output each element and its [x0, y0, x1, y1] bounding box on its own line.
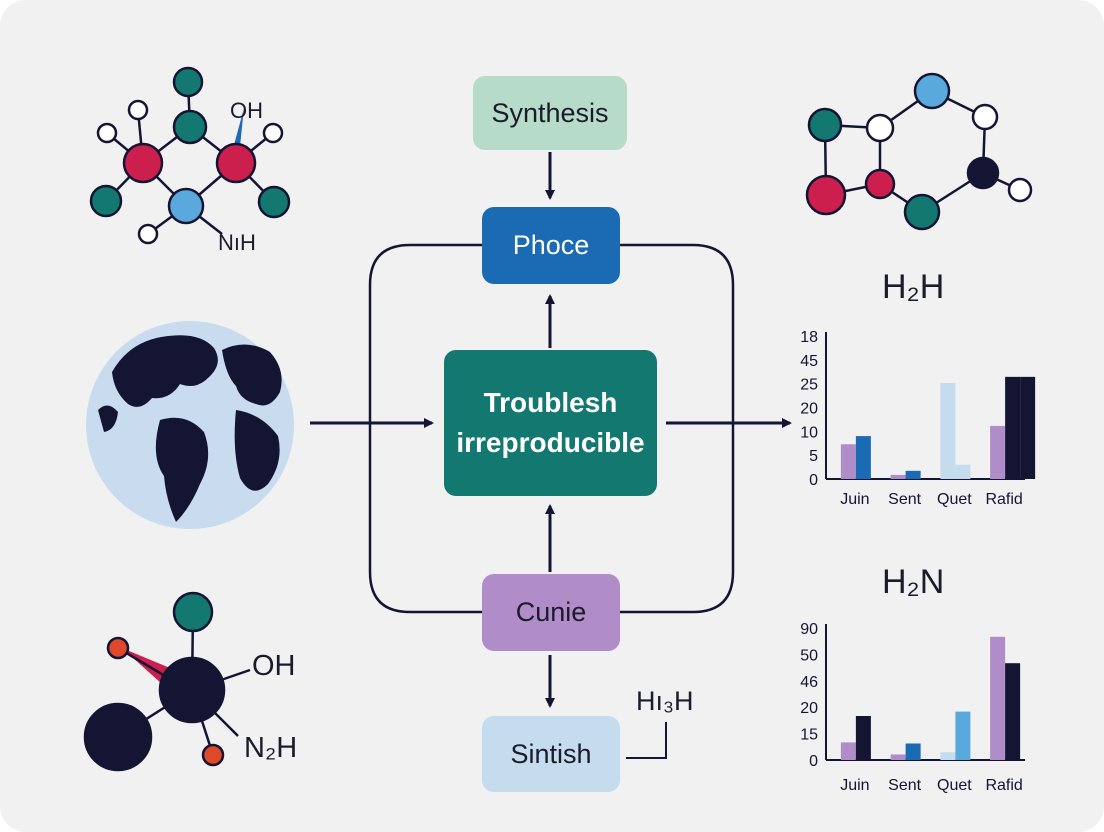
nh-label-top: NıH	[218, 230, 256, 255]
chart-1-xtick-label: Sent	[888, 491, 921, 508]
central-problem-line2: irreproducible	[456, 427, 645, 458]
chart-1-xtick-label: Quet	[937, 491, 972, 508]
molecule-top-left	[89, 66, 291, 245]
step-sintish-label: Sintish	[510, 738, 592, 769]
chart-1-ytick-label: 45	[800, 353, 818, 370]
chart-1-ytick-label: 18	[800, 329, 818, 346]
chart-2-xtick-label: Rafid	[985, 777, 1022, 794]
chart-1-ytick-label: 5	[809, 448, 818, 465]
molecule-top-right	[805, 72, 1033, 231]
chart-1-xtick-label: Rafid	[985, 491, 1022, 508]
chart-1-bar	[955, 464, 971, 479]
chart-1-bar	[890, 474, 906, 479]
oh-label-bottom: OH	[252, 650, 296, 682]
chart-1-ytick-label: 25	[800, 377, 818, 394]
chart-2-ytick-label: 46	[800, 674, 818, 691]
chart-2-ytick-label: 15	[800, 727, 818, 744]
chart-1-bar	[905, 470, 921, 479]
chart-2-bar	[955, 711, 971, 760]
chart-2-bar	[840, 742, 856, 760]
step-cunie: Cunie	[482, 574, 620, 651]
chart-2-ytick-label: 50	[800, 647, 818, 664]
chart-1-bar	[990, 425, 1006, 479]
chart-2-bar	[905, 743, 921, 760]
side-bracket	[626, 722, 667, 759]
chart-1-bar	[940, 382, 956, 479]
molecule-bottom-left	[83, 591, 251, 772]
step-phoce-label: Phoce	[512, 230, 590, 260]
chart-1-ytick-label: 20	[800, 401, 818, 418]
chart-2-ytick-label: 0	[809, 753, 818, 770]
feedback-loop	[368, 243, 482, 614]
n2h-label-bottom: N₂H	[244, 732, 298, 764]
step-synthesis-label: Synthesis	[491, 97, 609, 128]
chart-2-xtick-label: Sent	[888, 777, 921, 794]
central-problem-box: Troublesh irreproducible	[444, 350, 657, 496]
chart-2-ytick-label: 20	[800, 700, 818, 717]
globe-icon	[86, 321, 294, 529]
side-formula-label: Hı₃H	[636, 686, 694, 716]
chart-2-bar	[1005, 663, 1021, 760]
step-synthesis: Synthesis	[473, 76, 627, 150]
chart-2-bar	[890, 754, 906, 760]
chart-1-bar	[840, 444, 856, 479]
chart-2-bar	[855, 716, 871, 760]
chart-1-title: H₂H	[882, 268, 945, 306]
chart-1-bar	[1020, 376, 1036, 479]
chart-1-xtick-label: Juin	[840, 491, 869, 508]
chart-2-bar	[990, 636, 1006, 760]
feedback-loop-right	[620, 243, 735, 614]
chart-1-ytick-label: 10	[800, 424, 818, 441]
step-cunie-label: Cunie	[515, 597, 587, 627]
step-sintish: Sintish	[482, 716, 620, 792]
chart-1-bar	[1005, 376, 1021, 479]
chart-1-ytick-label: 0	[809, 472, 818, 489]
central-problem-line1: Troublesh	[483, 387, 618, 418]
chart-1-bar	[855, 436, 871, 479]
oh-label-top: OH	[230, 98, 263, 123]
chart-2-xtick-label: Juin	[840, 777, 869, 794]
chart-2-title: H₂N	[882, 563, 945, 601]
chart-2-bar	[940, 752, 956, 760]
chart-2-xtick-label: Quet	[937, 777, 972, 794]
chart-2-ytick-label: 90	[800, 621, 818, 638]
step-phoce: Phoce	[482, 207, 620, 284]
